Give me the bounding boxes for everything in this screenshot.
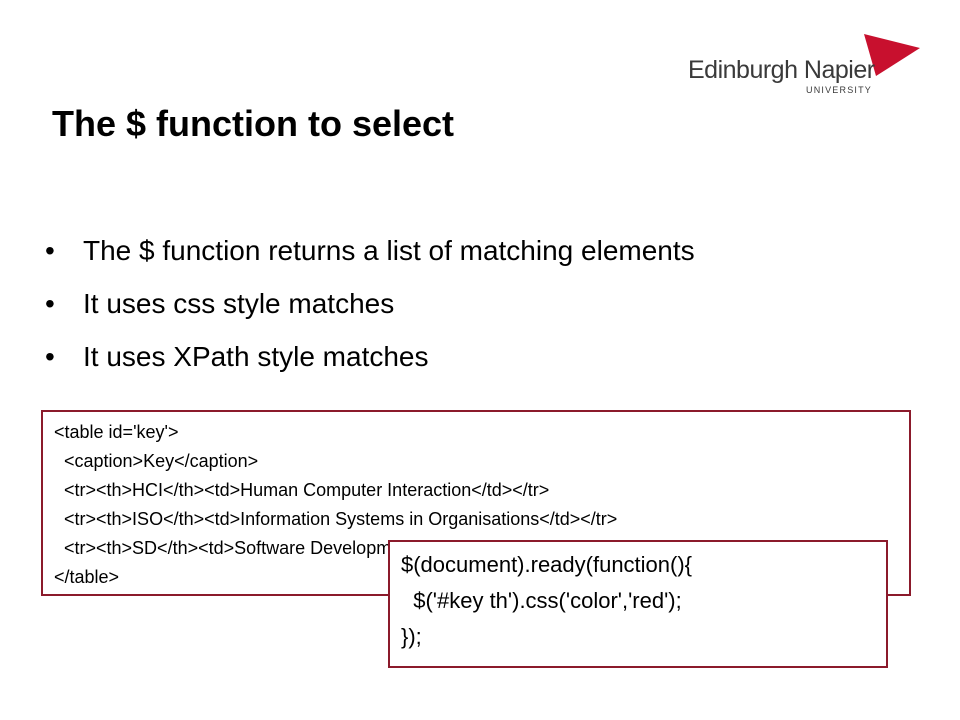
- bullet-text: It uses css style matches: [83, 288, 395, 319]
- bullet-item: • The $ function returns a list of matchi…: [45, 224, 695, 277]
- bullet-dot-icon: •: [45, 288, 55, 319]
- js-code-box: $(document).ready(function(){ $('#key th…: [388, 540, 888, 668]
- bullet-item: • It uses css style matches: [45, 277, 695, 330]
- logo-triangle-icon: [864, 34, 920, 76]
- code-line: </table>: [54, 567, 120, 587]
- code-line: <caption>Key</caption>: [54, 451, 259, 471]
- bullet-text: It uses XPath style matches: [83, 341, 429, 372]
- bullet-dot-icon: •: [45, 341, 55, 372]
- slide-title: The $ function to select: [52, 103, 455, 144]
- code-line: });: [401, 624, 422, 649]
- university-logo: Edinburgh Napier UNIVERSITY: [688, 34, 928, 104]
- code-line: <tr><th>ISO</th><td>Information Systems …: [54, 509, 618, 529]
- logo-subtitle: UNIVERSITY: [806, 85, 873, 95]
- code-line: <tr><th>HCI</th><td>Human Computer Inter…: [54, 480, 550, 500]
- code-line: $(document).ready(function(){: [401, 552, 693, 577]
- logo-name: Edinburgh Napier: [688, 56, 875, 84]
- bullet-item: • It uses XPath style matches: [45, 330, 695, 383]
- code-line: <table id='key'>: [54, 422, 179, 442]
- code-line: $('#key th').css('color','red');: [401, 588, 682, 613]
- bullet-dot-icon: •: [45, 235, 55, 266]
- bullet-list: • The $ function returns a list of matchi…: [45, 224, 695, 383]
- bullet-text: The $ function returns a list of matchin…: [83, 235, 695, 266]
